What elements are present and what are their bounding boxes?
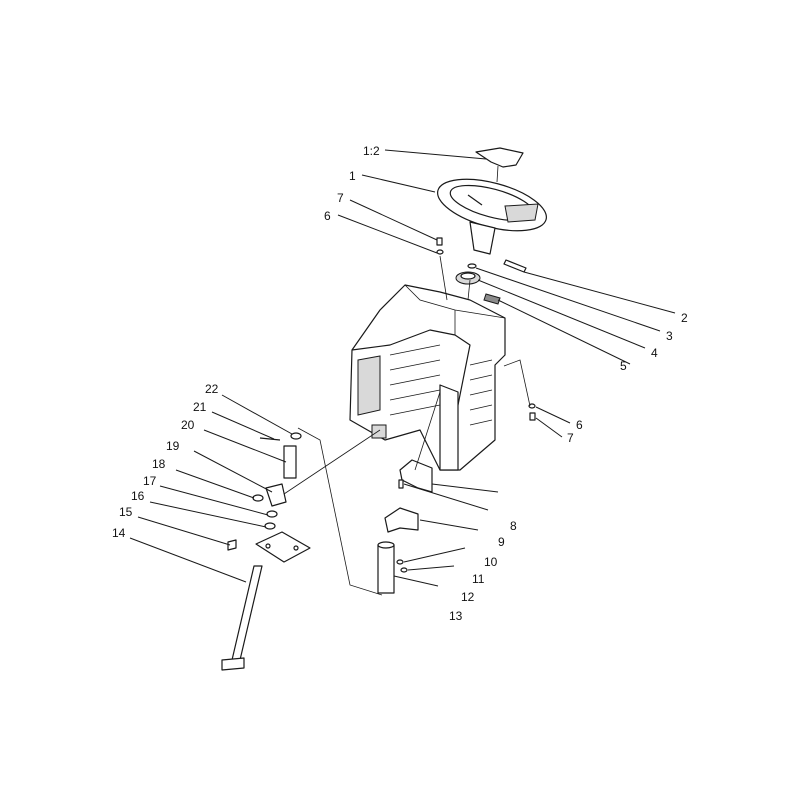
label-16: 16	[131, 489, 145, 503]
bushing	[455, 271, 481, 285]
washer	[467, 263, 477, 269]
pin	[259, 437, 281, 441]
label-1-2: 1:2	[363, 144, 380, 158]
label-19: 19	[166, 439, 180, 453]
shroud	[384, 507, 419, 533]
label-13: 13	[449, 609, 463, 623]
label-14: 14	[112, 526, 126, 540]
steering-wheel	[437, 178, 547, 255]
dash-panel	[349, 284, 506, 471]
leader-lines	[129, 149, 676, 587]
label-7-right: 7	[567, 431, 574, 445]
label-1: 1	[349, 169, 356, 183]
label-10: 10	[484, 555, 498, 569]
nut	[396, 559, 404, 565]
label-12: 12	[461, 590, 475, 604]
label-9: 9	[498, 535, 505, 549]
lock-washer	[400, 567, 408, 573]
label-8: 8	[510, 519, 517, 533]
steering-shaft	[221, 565, 263, 671]
label-2: 2	[681, 311, 688, 325]
wheel-cap	[475, 147, 524, 168]
label-5: 5	[620, 359, 627, 373]
roll-pin	[503, 259, 527, 273]
label-11: 11	[472, 572, 485, 586]
spring-clip	[483, 293, 501, 305]
spacer-washer	[266, 510, 278, 518]
label-4: 4	[651, 346, 658, 360]
label-21: 21	[193, 400, 207, 414]
label-22: 22	[205, 382, 219, 396]
pivot-block	[265, 483, 287, 507]
label-20: 20	[181, 418, 195, 432]
mount-plate	[255, 531, 311, 563]
label-7-upper: 7	[337, 191, 344, 205]
top-washer	[290, 432, 302, 440]
label-6-upper: 6	[324, 209, 331, 223]
screw-small	[227, 539, 237, 551]
washer-left	[252, 494, 264, 502]
bearing	[264, 522, 276, 530]
screw-upper	[436, 237, 444, 255]
label-18: 18	[152, 457, 166, 471]
label-15: 15	[119, 505, 133, 519]
bolt	[398, 479, 404, 489]
label-3: 3	[666, 329, 673, 343]
screw-right	[528, 403, 536, 421]
label-6-right: 6	[576, 418, 583, 432]
spacer-tube	[377, 541, 395, 594]
upper-bushing	[283, 445, 297, 479]
label-17: 17	[143, 474, 157, 488]
